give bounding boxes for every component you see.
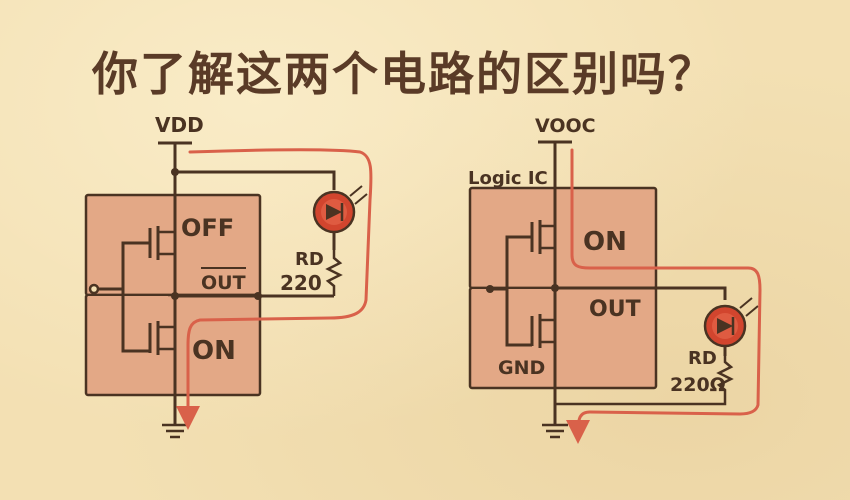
left-resistor (325, 250, 343, 296)
right-resistor-name: RD (688, 348, 717, 369)
left-circuit: VDD OFF OUT ON RD 220 (84, 113, 373, 439)
right-current-path (566, 148, 762, 444)
left-current-path (176, 148, 373, 430)
right-resistor (555, 356, 734, 406)
page-title: 你了解这两个电路的区别吗？ (92, 47, 716, 101)
right-chip-upper (468, 186, 658, 290)
right-chip-label: Logic IC (468, 168, 548, 189)
right-input-terminal (486, 285, 494, 293)
right-ground-label: GND (498, 357, 545, 379)
left-bottom-state-label: ON (192, 336, 236, 366)
right-resistor-value: 220Ω (670, 374, 726, 396)
right-output-label: OUT (589, 297, 641, 322)
left-resistor-name: RD (295, 249, 324, 270)
right-supply-label: VOOC (535, 115, 596, 137)
right-circuit: VOOC Logic IC ON OUT GND RD 220Ω (468, 115, 762, 444)
left-resistor-value: 220 (280, 271, 322, 295)
left-output-label: OUT (201, 272, 246, 294)
left-input-terminal (88, 283, 100, 295)
left-supply-label: VDD (155, 113, 204, 137)
left-top-state-label: OFF (181, 214, 234, 242)
right-top-state-label: ON (583, 227, 627, 257)
